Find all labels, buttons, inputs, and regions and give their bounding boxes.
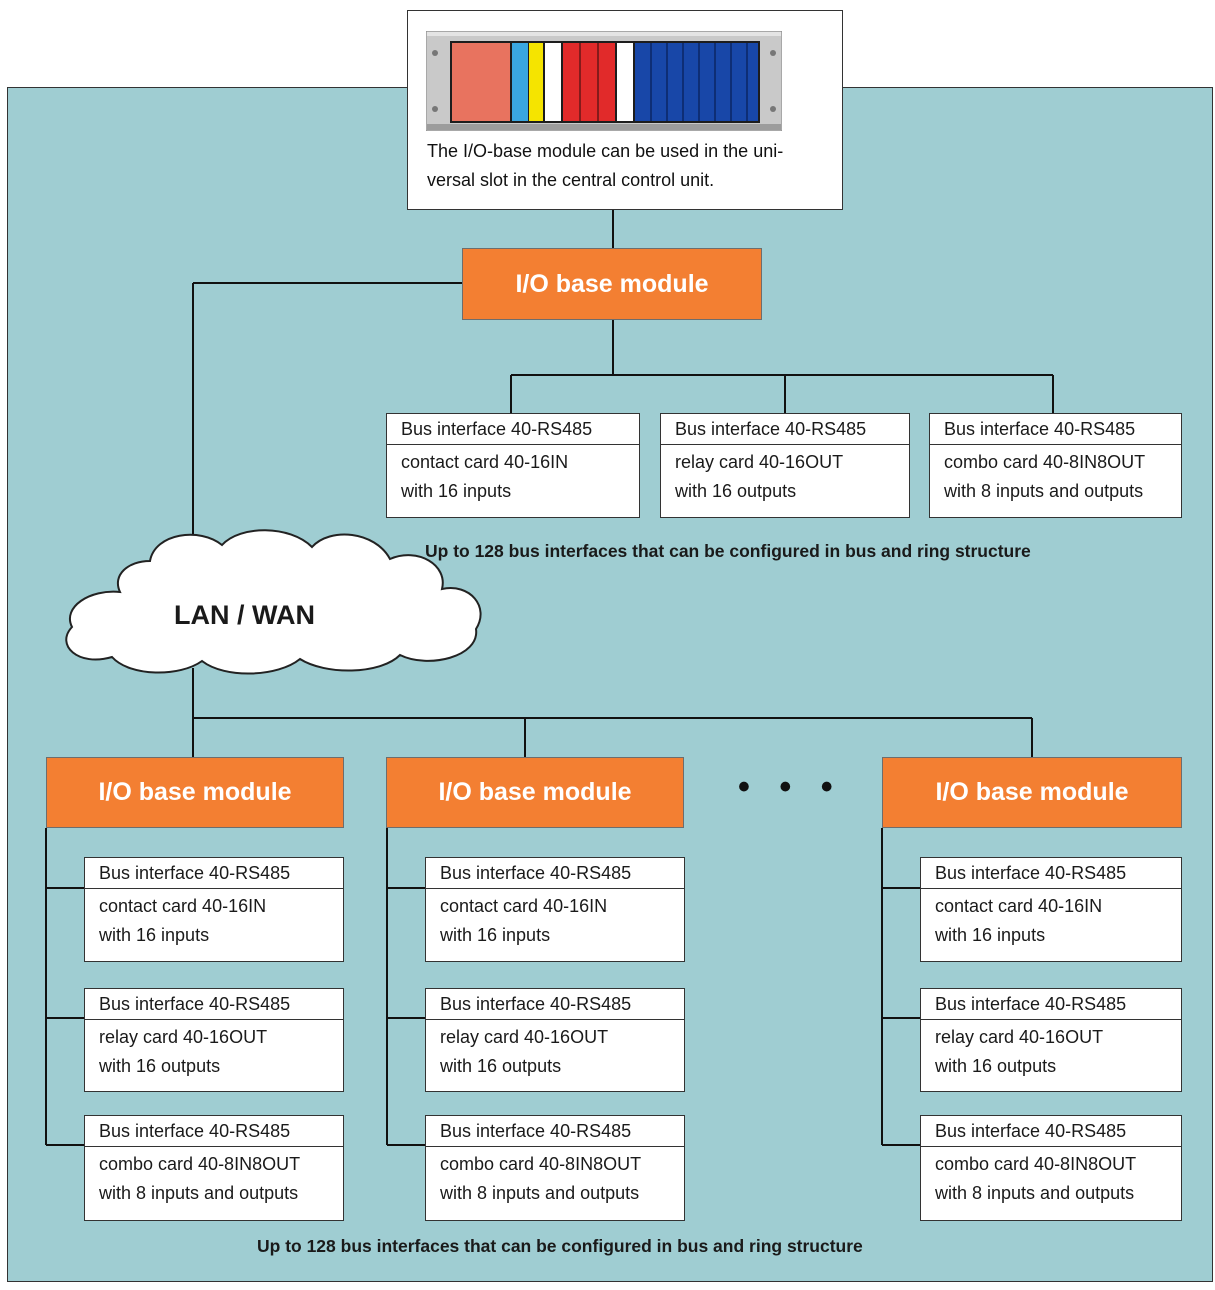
bus-interface-label: Bus interface 40-RS485 <box>921 1116 1181 1147</box>
bottom-io-base-module-2: I/O base module <box>386 757 684 828</box>
card-detail: with 8 inputs and outputs <box>440 1183 640 1203</box>
card-detail: with 16 inputs <box>935 925 1046 945</box>
rack-caption-line-2: versal slot in the central control unit. <box>427 170 715 190</box>
more-modules-ellipsis: • • • <box>738 768 843 806</box>
rack-photo-box: The I/O-base module can be used in the u… <box>407 10 843 210</box>
bus-interface-label: Bus interface 40-RS485 <box>85 858 343 889</box>
card-name: combo card 40-8IN8OUT <box>944 452 1146 472</box>
group1-card-combo: Bus interface 40-RS485 combo card 40-8IN… <box>84 1115 344 1221</box>
card-name: contact card 40-16IN <box>401 452 569 472</box>
group2-card-combo: Bus interface 40-RS485 combo card 40-8IN… <box>425 1115 685 1221</box>
card-detail: with 8 inputs and outputs <box>99 1183 299 1203</box>
bottom-io-base-module-1: I/O base module <box>46 757 344 828</box>
bus-interface-label: Bus interface 40-RS485 <box>921 989 1181 1020</box>
lan-wan-cloud <box>65 529 482 675</box>
card-detail: with 16 outputs <box>675 481 797 501</box>
card-name: combo card 40-8IN8OUT <box>440 1154 642 1174</box>
card-name: relay card 40-16OUT <box>99 1027 268 1047</box>
card-detail: with 16 inputs <box>99 925 210 945</box>
card-detail: with 16 inputs <box>401 481 512 501</box>
top-card-contact: Bus interface 40-RS485 contact card 40-1… <box>386 413 640 518</box>
group3-card-combo: Bus interface 40-RS485 combo card 40-8IN… <box>920 1115 1182 1221</box>
group3-card-contact: Bus interface 40-RS485 contact card 40-1… <box>920 857 1182 962</box>
bus-interface-label: Bus interface 40-RS485 <box>661 414 909 445</box>
card-name: relay card 40-16OUT <box>675 452 844 472</box>
card-detail: with 16 outputs <box>935 1056 1057 1076</box>
bus-interface-label: Bus interface 40-RS485 <box>387 414 639 445</box>
bus-interface-label: Bus interface 40-RS485 <box>85 989 343 1020</box>
group1-card-relay: Bus interface 40-RS485 relay card 40-16O… <box>84 988 344 1092</box>
group2-card-relay: Bus interface 40-RS485 relay card 40-16O… <box>425 988 685 1092</box>
top-io-base-module: I/O base module <box>462 248 762 320</box>
bus-interface-label: Bus interface 40-RS485 <box>426 989 684 1020</box>
card-detail: with 16 outputs <box>440 1056 562 1076</box>
card-name: contact card 40-16IN <box>935 896 1103 916</box>
bus-interface-label: Bus interface 40-RS485 <box>426 858 684 889</box>
group3-card-relay: Bus interface 40-RS485 relay card 40-16O… <box>920 988 1182 1092</box>
card-name: combo card 40-8IN8OUT <box>99 1154 301 1174</box>
card-name: relay card 40-16OUT <box>440 1027 609 1047</box>
card-name: contact card 40-16IN <box>440 896 608 916</box>
top-card-combo: Bus interface 40-RS485 combo card 40-8IN… <box>929 413 1182 518</box>
card-name: relay card 40-16OUT <box>935 1027 1104 1047</box>
card-name: combo card 40-8IN8OUT <box>935 1154 1137 1174</box>
bus-interface-label: Bus interface 40-RS485 <box>930 414 1181 445</box>
top-bus-note: Up to 128 bus interfaces that can be con… <box>425 541 1031 561</box>
card-detail: with 8 inputs and outputs <box>935 1183 1135 1203</box>
lan-wan-label: LAN / WAN <box>174 600 315 630</box>
rack-caption-line-1: The I/O-base module can be used in the u… <box>427 141 784 161</box>
card-name: contact card 40-16IN <box>99 896 267 916</box>
card-detail: with 16 outputs <box>99 1056 221 1076</box>
rack-caption: The I/O-base module can be used in the u… <box>427 137 827 195</box>
bus-interface-label: Bus interface 40-RS485 <box>426 1116 684 1147</box>
card-detail: with 16 inputs <box>440 925 551 945</box>
card-detail: with 8 inputs and outputs <box>944 481 1144 501</box>
bus-interface-label: Bus interface 40-RS485 <box>85 1116 343 1147</box>
group1-card-contact: Bus interface 40-RS485 contact card 40-1… <box>84 857 344 962</box>
top-card-relay: Bus interface 40-RS485 relay card 40-16O… <box>660 413 910 518</box>
bottom-io-base-module-3: I/O base module <box>882 757 1182 828</box>
group2-card-contact: Bus interface 40-RS485 contact card 40-1… <box>425 857 685 962</box>
bus-interface-label: Bus interface 40-RS485 <box>921 858 1181 889</box>
rack-unit-illustration <box>426 31 782 131</box>
bottom-bus-note: Up to 128 bus interfaces that can be con… <box>257 1236 863 1256</box>
